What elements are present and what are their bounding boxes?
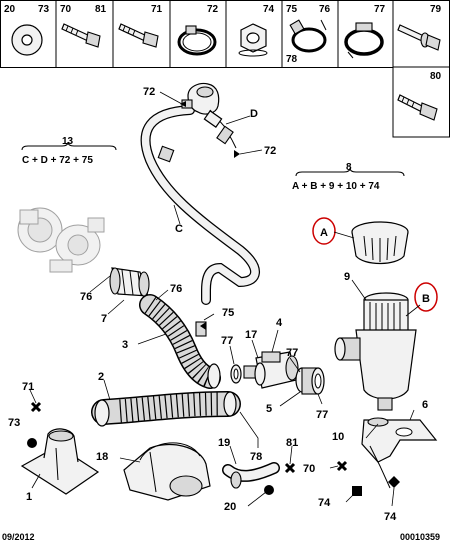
callout-label: 77 [286, 347, 298, 359]
header-part-right-number: 73 [38, 4, 50, 15]
elbow-mount-1 [20, 428, 100, 495]
side-part-number: 80 [430, 71, 442, 82]
header-part-right-number: 74 [263, 4, 275, 15]
callout-label: 75 [222, 307, 234, 319]
leader-lines [29, 91, 421, 507]
callout-label: 2 [98, 371, 104, 383]
air-filter-9 [334, 292, 417, 411]
washer-icon [11, 24, 43, 56]
callout-label: 10 [332, 431, 344, 443]
callout-label: 76 [80, 291, 92, 303]
callout-label: A [320, 227, 328, 239]
callout-label: 19 [218, 437, 230, 449]
fastener-symbols [27, 101, 400, 496]
callout-label: 9 [344, 271, 350, 283]
callout-label: 72 [143, 86, 155, 98]
group-number: 13 [62, 136, 74, 147]
highlight-circle-a [312, 217, 336, 245]
worm-clamp-icon [289, 19, 327, 53]
callout-label: 7 [101, 313, 107, 325]
dot-marker-icon [264, 485, 274, 495]
callout-label: 73 [8, 417, 20, 429]
callout-label: 1 [26, 491, 32, 503]
header-part-left-number: 20 [4, 4, 16, 15]
header-part-left-number: 75 [286, 4, 298, 15]
callout-label: 3 [122, 339, 128, 351]
diamond-marker-icon [388, 476, 400, 488]
callout-label: 4 [276, 317, 283, 329]
header-part-right-number: 79 [430, 4, 442, 15]
callout-label: 20 [224, 501, 236, 513]
flange-bolt-icon [397, 24, 441, 51]
callout-label: 72 [264, 145, 276, 157]
small-hose-19 [222, 462, 280, 489]
callout-label: 76 [170, 283, 182, 295]
band-clamp-icon [344, 22, 384, 59]
resonator-18 [123, 442, 211, 501]
square-marker-icon [352, 486, 362, 496]
header-part-extra-number: 78 [286, 54, 298, 65]
header-part-right-number: 72 [207, 4, 219, 15]
callout-label: 70 [303, 463, 315, 475]
callout-label: 71 [22, 381, 34, 393]
group-number: 8 [346, 162, 352, 173]
callout-label: 74 [384, 511, 397, 523]
bolt-icon [61, 23, 101, 48]
bolt-icon [118, 23, 159, 48]
header-part-right-number: 71 [151, 4, 163, 15]
header-parts-strip: 20 73 70 81 71 72 [0, 0, 450, 68]
callout-label: B [422, 293, 430, 305]
callout-labels: 72 D 72 C A 9 B 76 7 76 75 3 77 17 4 77 … [8, 86, 430, 523]
group-formula: A + B + 9 + 10 + 74 [292, 181, 380, 192]
seal-and-throttle-group [230, 351, 299, 389]
callout-label: 6 [422, 399, 428, 411]
callout-label: 74 [318, 497, 331, 509]
group-8: 8 A + B + 9 + 10 + 74 [292, 162, 405, 192]
nut-icon [238, 23, 268, 57]
highlight-markers [312, 217, 438, 312]
filter-bracket-6 [361, 417, 438, 489]
footer-reference: 00010359 [400, 532, 440, 542]
vacuum-hose-c [140, 105, 260, 305]
footer: 09/2012 00010359 [2, 532, 440, 542]
header-part-right-number: 77 [374, 4, 386, 15]
corrugated-hose-3 [139, 294, 221, 389]
corrugated-hose-2 [91, 391, 241, 427]
self-tapping-screw-icon [397, 94, 438, 121]
filter-cover-a [351, 221, 409, 265]
hose-clamp-icon [177, 25, 217, 56]
header-part-right-number: 76 [319, 4, 331, 15]
short-hose-7 [109, 267, 150, 297]
callout-label: 77 [316, 409, 328, 421]
side-part-box: 80 [392, 66, 450, 138]
header-part-right-number: 81 [95, 4, 107, 15]
callout-label: D [250, 108, 258, 120]
arrow-marker-icon [180, 101, 186, 107]
callout-label: 81 [286, 437, 298, 449]
cross-marker-icon [284, 462, 296, 474]
footer-date: 09/2012 [2, 532, 35, 542]
callout-label: 17 [245, 329, 257, 341]
arrow-marker-icon [200, 322, 206, 330]
cross-marker-icon [30, 401, 42, 413]
vacuum-valve-part [181, 82, 240, 158]
group-formula: C + D + 72 + 75 [22, 155, 93, 166]
callout-label: 18 [96, 451, 108, 463]
cross-marker-icon [336, 460, 348, 472]
connector-5 [295, 367, 325, 395]
dot-marker-icon [27, 438, 37, 448]
callout-label: 5 [266, 403, 272, 415]
turbocharger-ghost [17, 207, 105, 273]
callout-label: 78 [250, 451, 262, 463]
group-13: 13 C + D + 72 + 75 [21, 136, 117, 166]
callout-label: C [175, 223, 183, 235]
header-part-left-number: 70 [60, 4, 72, 15]
callout-label: 77 [221, 335, 233, 347]
highlight-circle-b [414, 282, 438, 312]
